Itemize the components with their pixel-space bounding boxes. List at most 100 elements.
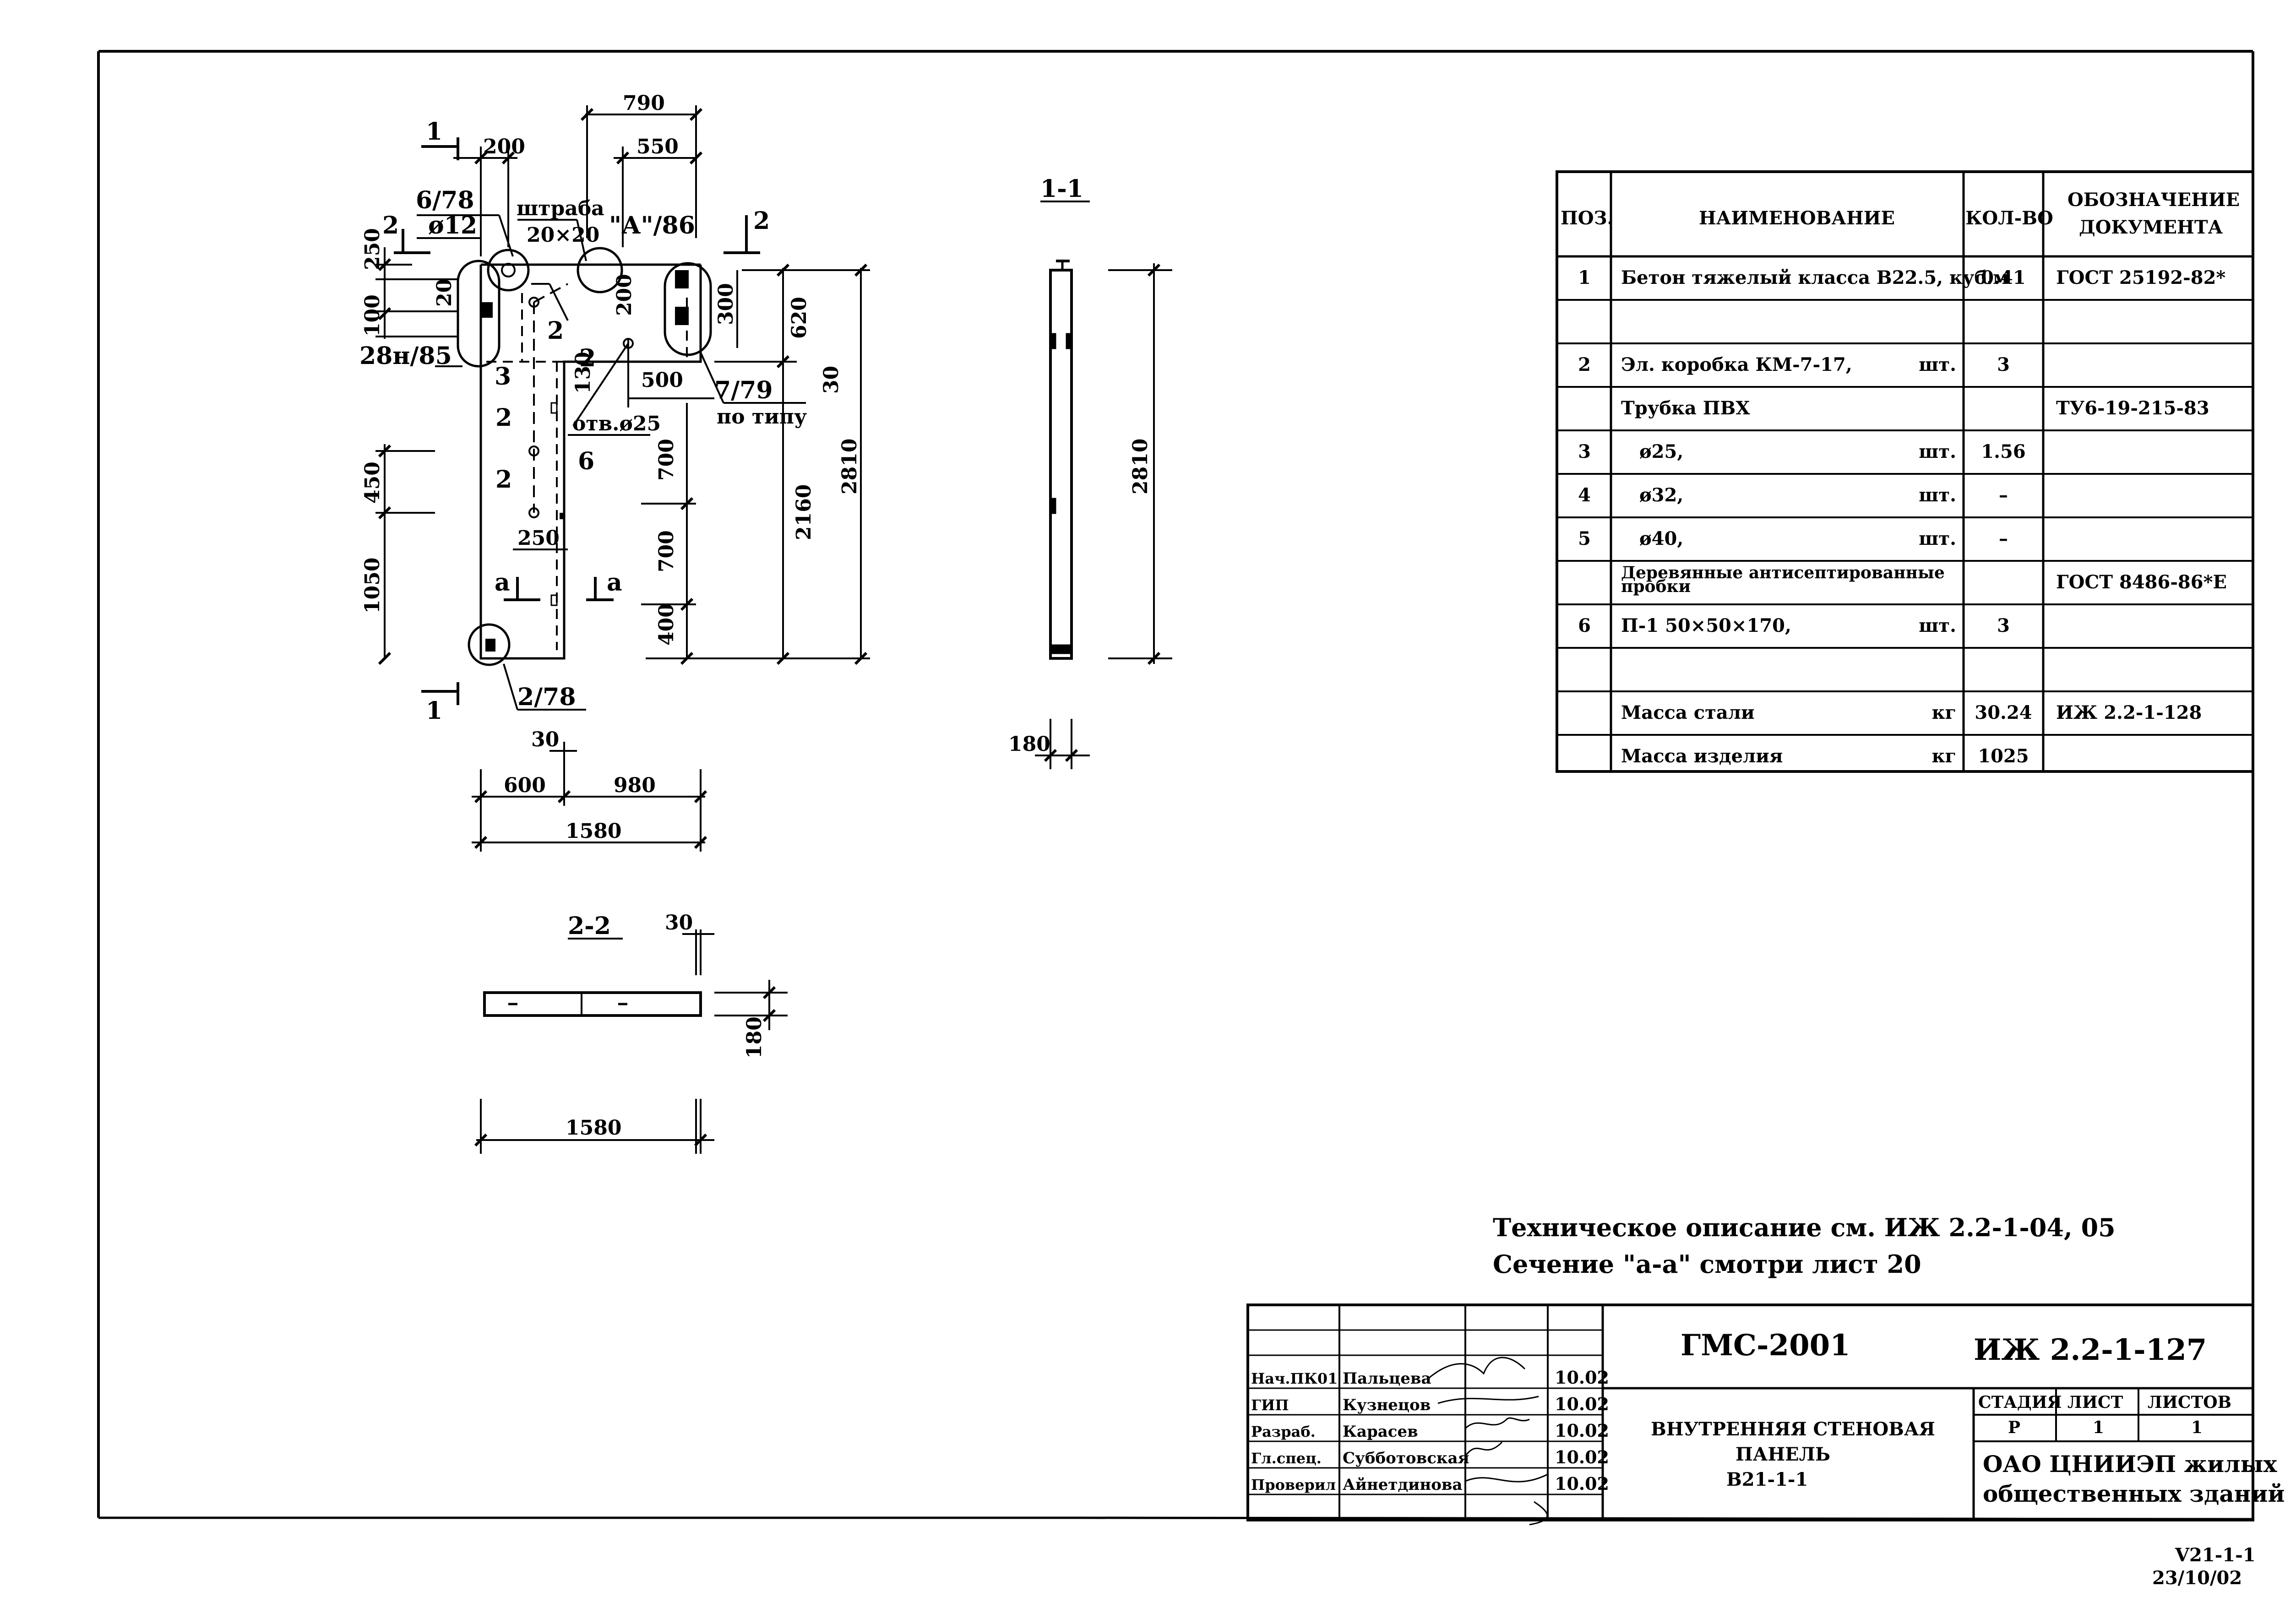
spec-table-text: ПОЗ. НАИМЕНОВАНИЕ КОЛ-ВО ОБОЗНАЧЕНИЕ ДОК…: [1561, 189, 2240, 238]
spec-row-unit: кг: [1932, 702, 1956, 723]
spec-row-name: ø25,: [1639, 441, 1683, 462]
spec-row-pos: 6: [1578, 615, 1591, 636]
spec-row-unit: шт.: [1919, 441, 1956, 462]
dim-600: 600: [504, 774, 546, 797]
spec-row-pos: 2: [1578, 354, 1591, 375]
dim-300: 300: [714, 283, 738, 325]
title-block: [1246, 1304, 2254, 1521]
oval-28n85: [457, 260, 501, 368]
dim-200b: 200: [613, 274, 636, 316]
pos-2-right: 2: [579, 344, 596, 372]
spec-row-pos: 3: [1578, 441, 1591, 462]
dim-2810: 2810: [838, 439, 861, 494]
stamp-date: 10.02: [1555, 1367, 1609, 1388]
stamp-name: Карасев: [1343, 1423, 1418, 1441]
dim-700b: 700: [655, 530, 678, 572]
dimension-lines: [375, 105, 870, 852]
ref-2-78: 2/78: [517, 683, 576, 711]
spec-row-doc: ТУ6-19-215-83: [2056, 397, 2209, 419]
leader-lines: [417, 214, 806, 711]
note-section-aa: Сечение "а-а" смотри лист 20: [1493, 1249, 1921, 1279]
spec-row-name: ø32,: [1639, 484, 1683, 506]
section-cut-markers: [394, 137, 760, 705]
stamp-sheet-header: ЛИСТ: [2067, 1393, 2123, 1412]
dim-620: 620: [788, 297, 811, 339]
dim-250b: 250: [517, 527, 560, 550]
stamp-code: ИЖ 2.2-1-127: [1974, 1333, 2207, 1367]
dim-100: 100: [361, 294, 384, 337]
dim-1050: 1050: [361, 558, 384, 614]
footer-date: 23/10/02: [2152, 1567, 2242, 1589]
stamp-role: Нач.ПК01: [1251, 1370, 1338, 1387]
ref-6-78: 6/78: [416, 186, 474, 214]
dim-500: 500: [641, 369, 683, 392]
dim-2160: 2160: [792, 484, 816, 540]
spec-table: [1556, 170, 2254, 773]
spec-row-pos: 1: [1578, 267, 1591, 288]
stamp-name: Айнетдинова: [1343, 1476, 1463, 1494]
spec-row-name: Масса изделия: [1621, 745, 1783, 767]
spec-row-qty: –: [1999, 528, 2008, 549]
dim-1580: 1580: [566, 820, 621, 843]
s2-dim-30: 30: [665, 911, 693, 934]
spec-row-unit: шт.: [1919, 354, 1956, 375]
pos-2-mid: 2: [495, 404, 512, 432]
spec-header-doc1: ОБОЗНАЧЕНИЕ: [2067, 189, 2240, 211]
dim-30b: 30: [531, 728, 559, 751]
stamp-date: 10.02: [1555, 1473, 1609, 1494]
callout-labels: 1 1 2 2 6/78 ø12 штраба 20×20 "А"/86 28н…: [359, 118, 807, 725]
spec-header-doc2: ДОКУМЕНТА: [2079, 217, 2223, 238]
cut-1-top-label: 1: [426, 118, 442, 146]
ref-A-86: "А"/86: [609, 212, 695, 239]
spec-row-doc: ГОСТ 8486-86*Е: [2056, 571, 2227, 593]
stamp-org-1: ОАО ЦНИИЭП жилых и: [1983, 1450, 2285, 1477]
stamp-project: ГМС-2001: [1681, 1328, 1850, 1363]
dim-200: 200: [483, 135, 525, 158]
stamp-role: Разраб.: [1251, 1423, 1316, 1440]
stamp-name: Пальцева: [1343, 1369, 1431, 1388]
pos-6: 6: [578, 447, 594, 475]
spec-row-name: Бетон тяжелый класса В22.5, куб.м: [1621, 267, 2009, 288]
stamp-name: Кузнецов: [1343, 1396, 1431, 1414]
dim-700a: 700: [655, 439, 678, 481]
section-2-2-title: 2-2: [568, 912, 611, 940]
panel-elevation: [457, 247, 712, 666]
spec-row-qty: 3: [1997, 354, 2010, 375]
spec-header-name: НАИМЕНОВАНИЕ: [1699, 207, 1895, 229]
cut-2-left-label: 2: [382, 212, 399, 239]
stamp-role: Проверил: [1251, 1476, 1336, 1494]
hole-d25-label: отв.ø25: [572, 412, 661, 435]
spec-row-pos: 4: [1578, 484, 1591, 506]
stamp-title-2: ПАНЕЛЬ: [1736, 1444, 1830, 1465]
spec-row-name: Трубка ПВХ: [1621, 397, 1750, 419]
spec-row-doc: ИЖ 2.2-1-128: [2056, 702, 2202, 723]
spec-row-doc: ГОСТ 25192-82*: [2056, 267, 2225, 288]
stamp-name: Субботовская: [1343, 1449, 1469, 1467]
cut-2-right-label: 2: [753, 207, 770, 235]
note-tech-description: Техническое описание см. ИЖ 2.2-1-04, 05: [1493, 1213, 2116, 1242]
spec-row-name: ø40,: [1639, 528, 1683, 549]
section-1-1: [1035, 201, 1172, 769]
spec-header-qty: КОЛ-ВО: [1965, 207, 2053, 229]
spec-row-name: П-1 50×50×170,: [1621, 615, 1791, 636]
oval-7-79: [664, 262, 712, 356]
dim-20: 20: [433, 279, 456, 307]
spec-row-qty: 1.56: [1981, 441, 2025, 462]
spec-row-name: Эл. коробка КМ-7-17,: [1621, 354, 1852, 375]
stamp-role: Гл.спец.: [1251, 1450, 1322, 1467]
spec-row-unit: кг: [1932, 745, 1956, 767]
spec-row-qty: 3: [1997, 615, 2010, 636]
spec-row-name: Деревянные антисептированные: [1621, 563, 1945, 582]
dim-550: 550: [637, 135, 679, 158]
dim-130: 130: [571, 352, 595, 394]
ref-diameter-12: ø12: [428, 212, 477, 239]
stamp-stage-header: СТАДИЯ: [1978, 1393, 2062, 1412]
stamp-sheet: 1: [2093, 1418, 2104, 1437]
spec-row-pos: 5: [1578, 528, 1591, 549]
po-tipu-label: по типу: [717, 405, 807, 429]
pos-3: 3: [495, 363, 511, 391]
corner-circle-bottom: [468, 623, 511, 666]
cut-a-right: а: [607, 569, 622, 597]
dim-250: 250: [361, 228, 384, 270]
shtraba-label: штраба: [517, 197, 604, 220]
